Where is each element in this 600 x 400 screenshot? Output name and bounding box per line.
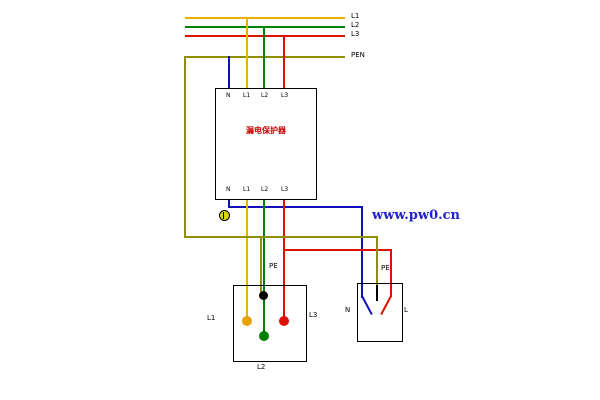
breaker-terminal-bottom-l1: L1	[243, 186, 251, 193]
bus-label-l3: L3	[351, 30, 360, 38]
wire-l3-branch-horizontal	[283, 249, 392, 251]
wire-n-to-socket	[361, 206, 363, 298]
bus-label-pen: PEN	[351, 51, 365, 59]
wire-l2-to-socket	[263, 198, 265, 336]
three-phase-l3-label: L3	[309, 311, 318, 319]
wire-l1-to-socket	[246, 198, 248, 322]
single-phase-pe-pin	[376, 285, 378, 301]
wire-l3-to-socket	[283, 198, 285, 322]
ground-symbol-icon	[219, 210, 230, 221]
breaker-terminal-bottom-l3: L3	[281, 186, 289, 193]
watermark-text: www.pw0.cn	[372, 208, 461, 223]
wire-pen-down-left	[184, 56, 186, 237]
wire-n-out-vertical	[228, 198, 230, 208]
bus-line-pen	[185, 56, 345, 58]
single-phase-l-label: L	[404, 306, 408, 314]
breaker-terminal-top-l1: L1	[243, 92, 251, 99]
bus-label-l2: L2	[351, 21, 360, 29]
wire-pe-to-1p-socket	[376, 236, 378, 285]
wire-pe-horizontal	[184, 236, 378, 238]
three-phase-pe-terminal	[259, 291, 268, 300]
breaker-terminal-top-l2: L2	[261, 92, 269, 99]
breaker-terminal-bottom-n: N	[226, 186, 231, 193]
breaker-terminal-bottom-l2: L2	[261, 186, 269, 193]
wire-pe-to-3p-socket	[260, 236, 262, 292]
bus-label-l1: L1	[351, 12, 360, 20]
three-phase-l2-terminal	[259, 331, 269, 341]
three-phase-l3-terminal	[279, 316, 289, 326]
wire-n-drop	[228, 56, 230, 88]
single-phase-n-label: N	[345, 306, 351, 314]
three-phase-l1-terminal	[242, 316, 252, 326]
rcd-breaker-box: N L1 L2 L3 漏电保护器 N L1 L2 L3	[215, 88, 317, 200]
bus-line-l1	[185, 17, 345, 19]
three-phase-pe-label: PE	[269, 262, 278, 270]
breaker-terminal-top-l3: L3	[281, 92, 289, 99]
wire-l3-drop	[283, 35, 285, 88]
wire-l1-drop	[246, 17, 248, 88]
three-phase-l1-label: L1	[207, 314, 216, 322]
bus-line-l2	[185, 26, 345, 28]
wire-n-horizontal	[228, 206, 363, 208]
breaker-terminal-top-n: N	[226, 92, 231, 99]
bus-line-l3	[185, 35, 345, 37]
wire-l2-drop	[263, 26, 265, 88]
wire-l3-branch-to-socket	[390, 249, 392, 297]
three-phase-l2-label: L2	[257, 363, 266, 371]
breaker-name-label: 漏电保护器	[246, 126, 286, 135]
single-phase-socket-box	[357, 283, 403, 342]
single-phase-pe-label: PE	[381, 264, 390, 272]
three-phase-socket-box	[233, 285, 307, 362]
